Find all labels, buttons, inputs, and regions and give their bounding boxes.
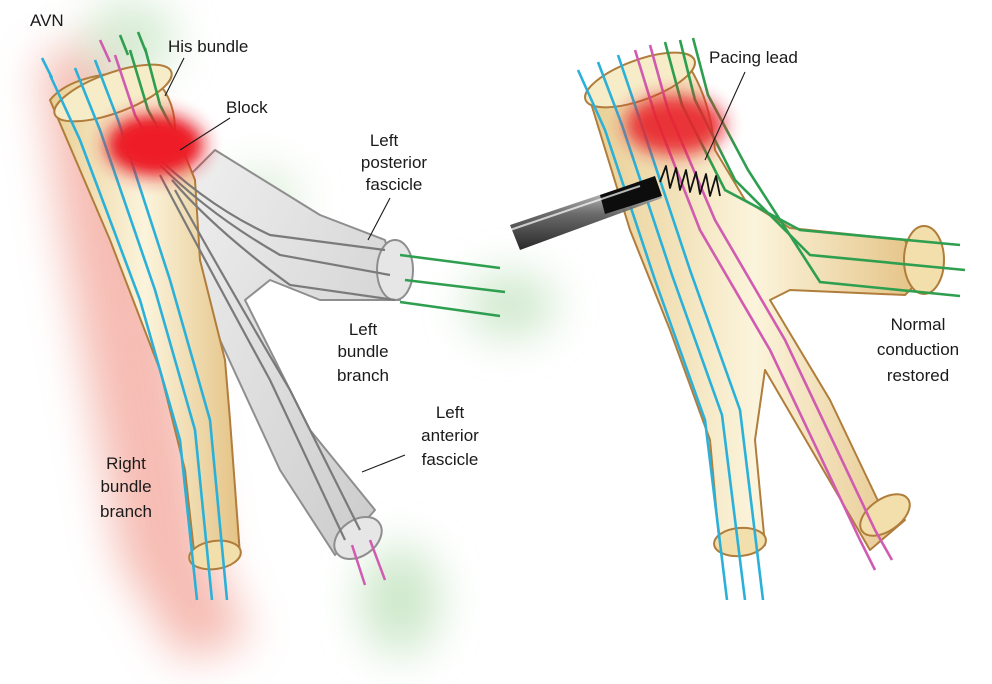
normal-conduction-label-line2: conduction	[877, 340, 959, 359]
normal-conduction-label-line1: Normal	[891, 315, 946, 334]
anterior-fascicle-pointer	[362, 455, 405, 472]
right-block-lesion	[625, 95, 725, 155]
right-panel: Pacing lead Normal conduction restored	[510, 38, 965, 600]
his-bundle-label: His bundle	[168, 37, 248, 56]
avn-label: AVN	[30, 11, 64, 30]
left-posterior-fascicle-label-line3: fascicle	[366, 175, 423, 194]
left-anterior-fascicle-label-line1: Left	[436, 403, 465, 422]
left-posterior-fascicle-label-line1: Left	[370, 131, 399, 150]
left-bundle-branch-label-line1: Left	[349, 320, 378, 339]
pacing-lead-label: Pacing lead	[709, 48, 798, 67]
left-posterior-fascicle-label-line2: posterior	[361, 153, 427, 172]
left-anterior-fascicle-label-line3: fascicle	[422, 450, 479, 469]
block-label: Block	[226, 98, 268, 117]
right-bundle-branch-label-line2: bundle	[100, 477, 151, 496]
right-bundle-branch-label-line1: Right	[106, 454, 146, 473]
left-anterior-fascicle-label-line2: anterior	[421, 426, 479, 445]
left-bundle-branch-label-line3: branch	[337, 366, 389, 385]
block-lesion	[105, 113, 205, 177]
right-bundle-branch-label-line3: branch	[100, 502, 152, 521]
normal-conduction-label-line3: restored	[887, 366, 949, 385]
glow-anterior-green	[360, 545, 440, 655]
left-bundle-branch-label-line2: bundle	[337, 342, 388, 361]
left-panel: AVN His bundle Block Left posterior fasc…	[30, 0, 555, 660]
posterior-fascicle-pointer	[368, 198, 390, 240]
right-lpf-opening	[904, 226, 944, 294]
